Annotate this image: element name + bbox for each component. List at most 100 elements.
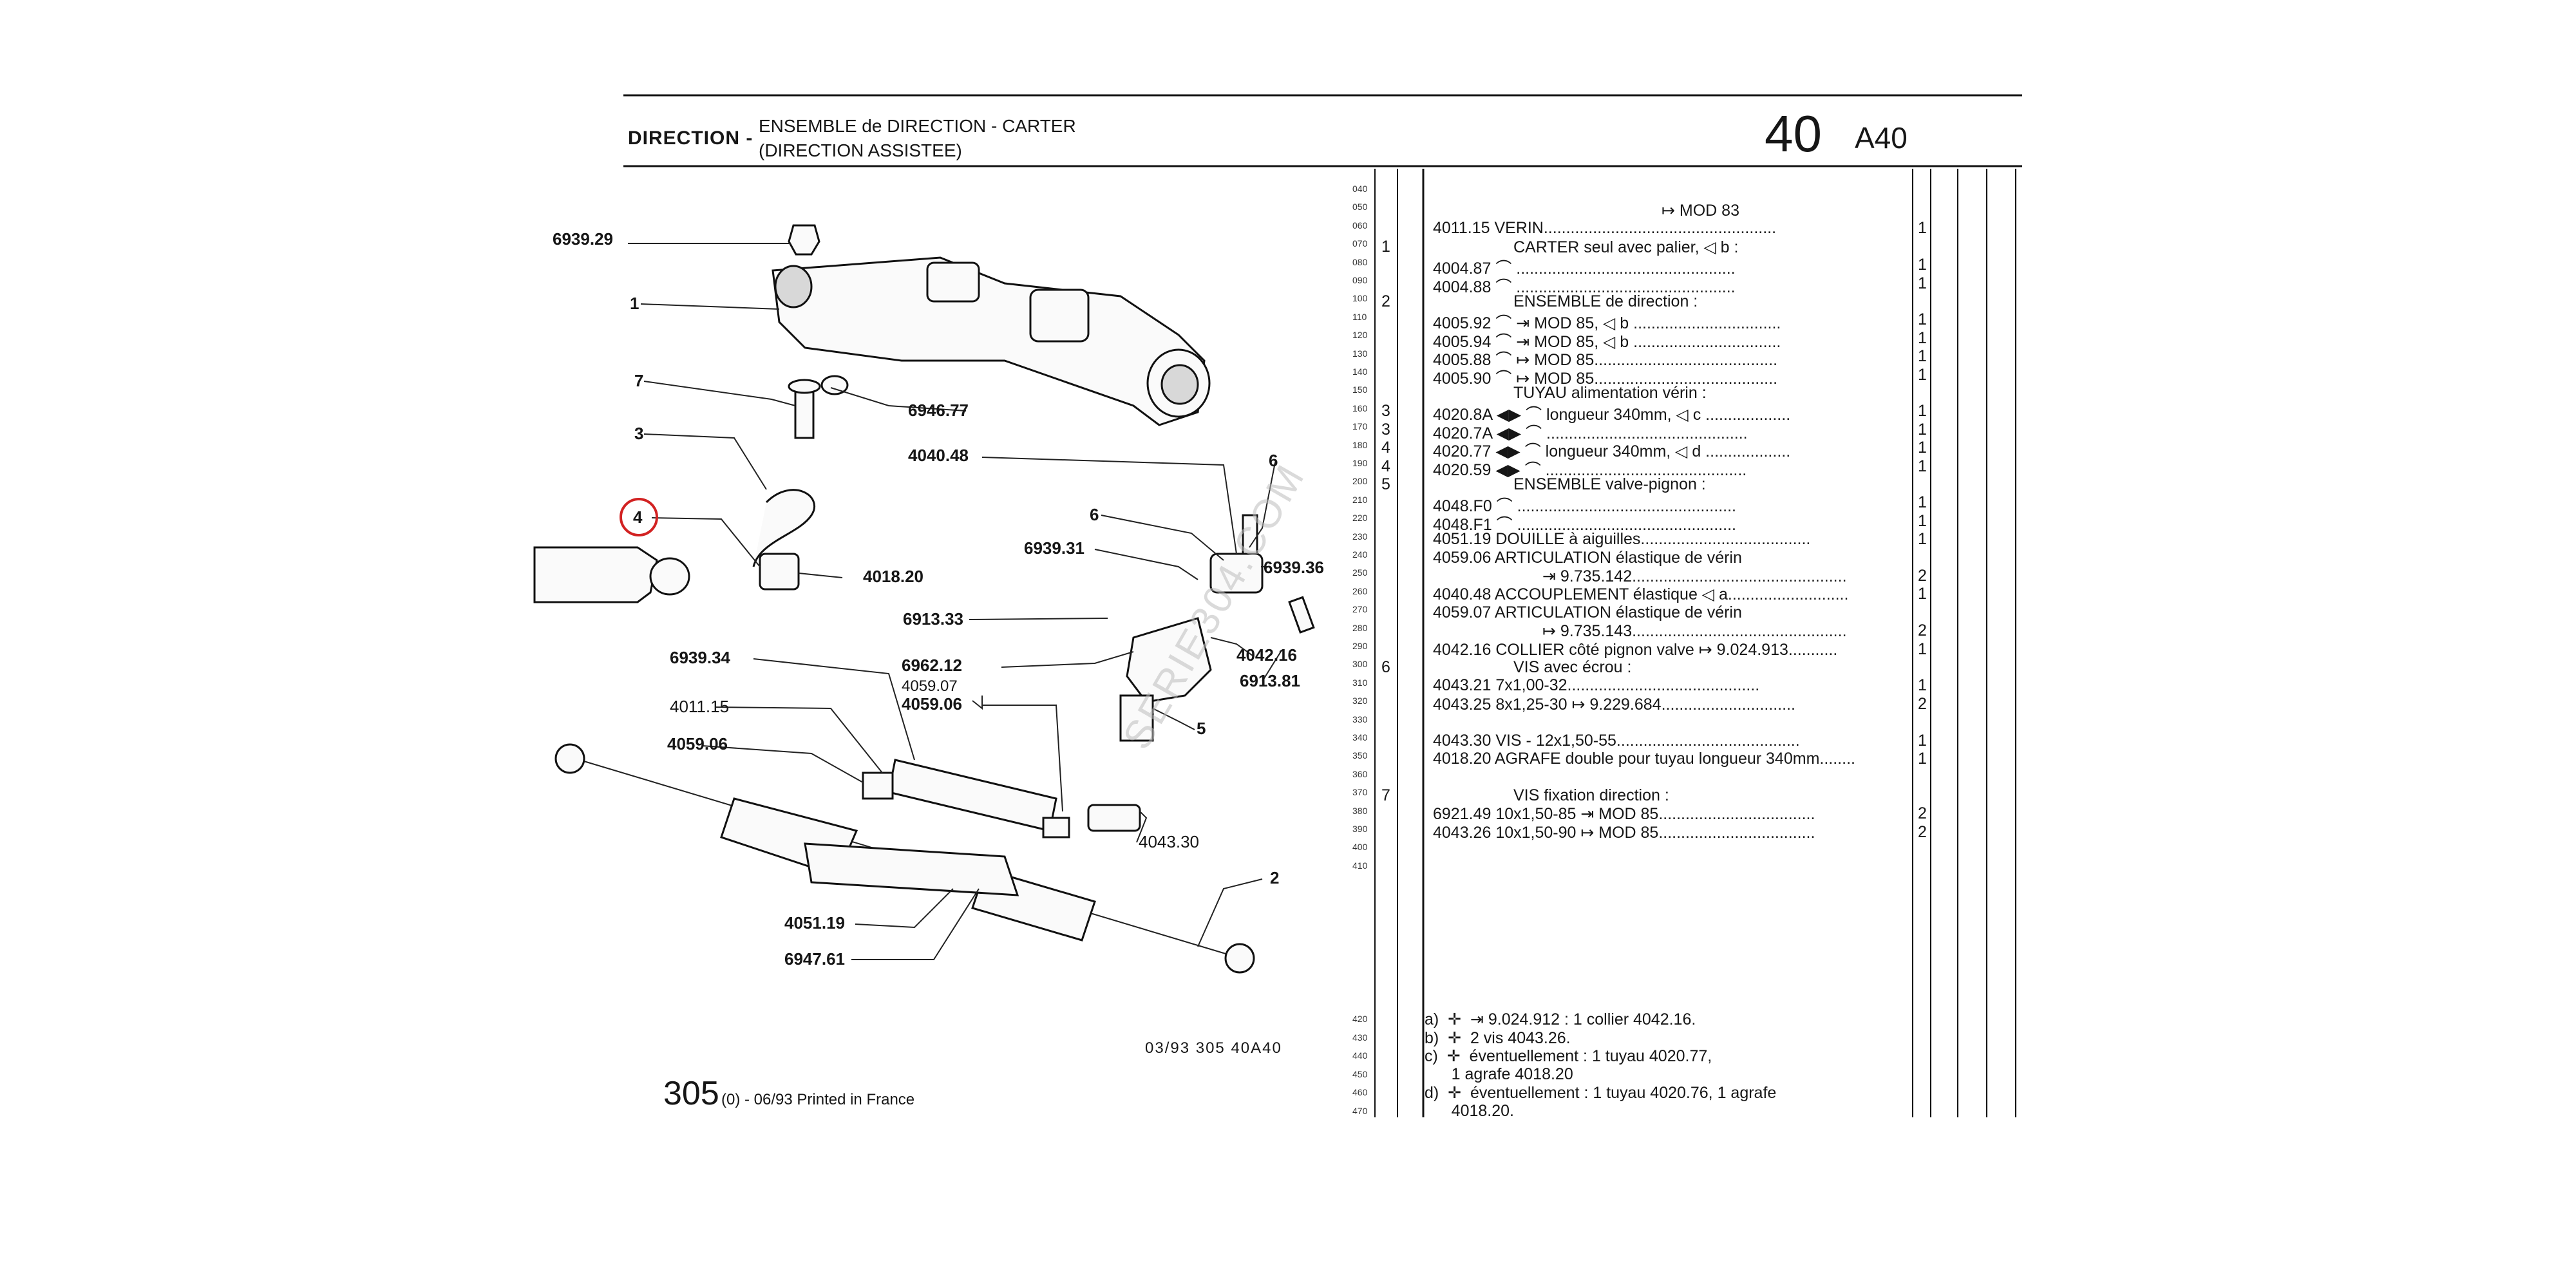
footnote-line: d) ✛ éventuellement : 1 tuyau 4020.76, 1… bbox=[1425, 1084, 1777, 1103]
diagram-label: 6939.29 bbox=[553, 229, 613, 249]
row-number: 110 bbox=[1352, 311, 1367, 322]
entry-figure-number: 5 bbox=[1381, 475, 1390, 493]
parts-entry-text: 4005.94 ⌒ ⇥ MOD 85, ◁ b ................… bbox=[1433, 332, 1781, 351]
footnote-line: c) ✛ éventuellement : 1 tuyau 4020.77, bbox=[1425, 1047, 1712, 1066]
supply-pipe-drawing bbox=[752, 489, 816, 567]
parts-entry-text: 4042.16 COLLIER côté pignon valve ↦ 9.02… bbox=[1433, 640, 1838, 659]
entry-quantity: 2 bbox=[1918, 621, 1927, 640]
row-number: 300 bbox=[1352, 659, 1368, 670]
valve-pinion-drawing bbox=[1126, 617, 1212, 703]
entry-figure-number: 3 bbox=[1381, 420, 1390, 439]
note-row-number: 430 bbox=[1352, 1032, 1368, 1043]
diagram-label: 4059.06 bbox=[667, 734, 728, 753]
row-number: 220 bbox=[1352, 513, 1368, 524]
parts-entry-text: 4051.19 DOUILLE à aiguilles.............… bbox=[1433, 530, 1811, 549]
parts-entry-text: 4004.88 ⌒ ..............................… bbox=[1433, 278, 1736, 296]
row-number: 330 bbox=[1352, 714, 1368, 724]
row-number: 240 bbox=[1352, 549, 1368, 560]
parts-entry-text: ENSEMBLE de direction : bbox=[1513, 292, 1698, 310]
row-number: 190 bbox=[1352, 458, 1368, 468]
highlight-circle bbox=[620, 498, 658, 536]
cylinder-drawing bbox=[533, 546, 658, 603]
parts-entry-text: 4005.90 ⌒ ↦ MOD 85......................… bbox=[1433, 369, 1778, 388]
row-number: 200 bbox=[1352, 476, 1368, 487]
parts-entry-text: 4020.77 ◀▶ ⌒ longueur 340mm, ◁ d .......… bbox=[1433, 442, 1791, 461]
parts-entry-text: 4043.25 8x1,25-30 ↦ 9.229.684...........… bbox=[1433, 695, 1795, 714]
row-number: 060 bbox=[1352, 220, 1368, 231]
entry-quantity: 2 bbox=[1918, 567, 1927, 585]
diagram-label: 4043.30 bbox=[1139, 832, 1199, 851]
bolt-drawing bbox=[794, 385, 815, 439]
row-number: 410 bbox=[1352, 860, 1368, 871]
group-number: 40 bbox=[1765, 105, 1822, 162]
diagram-label: 6939.31 bbox=[1024, 538, 1084, 558]
entry-quantity: 1 bbox=[1918, 256, 1927, 274]
diagram-label: 6939.34 bbox=[670, 648, 730, 667]
parts-entry-text: 4005.92 ⌒ ⇥ MOD 85, ◁ b ................… bbox=[1433, 314, 1781, 333]
entry-quantity: 2 bbox=[1918, 804, 1927, 823]
parts-entry-text: ENSEMBLE valve-pignon : bbox=[1513, 475, 1706, 493]
nut-drawing bbox=[788, 224, 820, 256]
diagram-label: 6 bbox=[1269, 451, 1278, 470]
diagram-label: 4018.20 bbox=[863, 567, 923, 586]
rack-housing-drawing bbox=[804, 842, 1019, 896]
assembly-title: ENSEMBLE de DIRECTION - CARTER bbox=[759, 116, 1076, 136]
entry-quantity: 1 bbox=[1918, 585, 1927, 603]
diagram-label: 7 bbox=[634, 371, 644, 390]
page-code: A40 bbox=[1855, 121, 1908, 155]
parts-entry-text: ↦ MOD 83 bbox=[1662, 202, 1739, 220]
parts-entry-text: 4011.15 VERIN...........................… bbox=[1433, 219, 1777, 238]
entry-quantity: 1 bbox=[1918, 328, 1927, 347]
row-number: 090 bbox=[1352, 275, 1368, 285]
entry-quantity: 1 bbox=[1918, 439, 1927, 457]
row-number: 150 bbox=[1352, 384, 1368, 395]
parts-entry-text: 4043.21 7x1,00-32.......................… bbox=[1433, 676, 1760, 695]
steering-housing-drawing bbox=[772, 256, 1206, 426]
parts-entry-text: 4040.48 ACCOUPLEMENT élastique ◁ a......… bbox=[1433, 585, 1849, 604]
entry-quantity: 1 bbox=[1918, 750, 1927, 768]
row-number: 350 bbox=[1352, 750, 1368, 761]
footnote-line: a) ✛ ⇥ 9.024.912 : 1 collier 4042.16. bbox=[1425, 1010, 1696, 1028]
footnote-line: b) ✛ 2 vis 4043.26. bbox=[1425, 1028, 1571, 1047]
ram-drawing bbox=[887, 759, 1057, 832]
diagram-label: 6913.81 bbox=[1240, 671, 1300, 690]
row-number: 400 bbox=[1352, 842, 1368, 853]
row-number: 280 bbox=[1352, 622, 1368, 633]
entry-quantity: 1 bbox=[1918, 274, 1927, 292]
entry-quantity: 1 bbox=[1918, 530, 1927, 549]
figure-reference: 03/93 305 40A40 bbox=[1145, 1039, 1282, 1057]
row-number: 340 bbox=[1352, 732, 1368, 743]
diagram-label: 4051.19 bbox=[784, 913, 845, 933]
row-number: 390 bbox=[1352, 824, 1368, 834]
diagram-label: 1 bbox=[630, 294, 639, 313]
row-number: 180 bbox=[1352, 439, 1368, 450]
row-number: 230 bbox=[1352, 531, 1368, 542]
parts-entry-text: 4043.26 10x1,50-90 ↦ MOD 85.............… bbox=[1433, 823, 1815, 842]
parts-entry-text: 4020.59 ◀▶ ⌒ ...........................… bbox=[1433, 460, 1747, 479]
row-number: 100 bbox=[1352, 293, 1368, 304]
diagram-label: 6939.36 bbox=[1264, 558, 1324, 577]
entry-quantity: 1 bbox=[1918, 402, 1927, 421]
print-info: (0) - 06/93 Printed in France bbox=[721, 1091, 915, 1108]
entry-quantity: 1 bbox=[1918, 365, 1927, 384]
row-number: 370 bbox=[1352, 787, 1368, 798]
parts-entry-text: VIS fixation direction : bbox=[1513, 786, 1669, 804]
parts-entry-text: 4004.87 ⌒ ..............................… bbox=[1433, 260, 1736, 278]
row-number: 050 bbox=[1352, 202, 1368, 213]
note-row-number: 450 bbox=[1352, 1068, 1368, 1079]
parts-entry-text: ⇥ 9.735.142.............................… bbox=[1542, 567, 1847, 585]
row-number: 290 bbox=[1352, 641, 1368, 651]
assembly-subtitle: (DIRECTION ASSISTEE) bbox=[759, 140, 962, 160]
entry-quantity: 1 bbox=[1918, 457, 1927, 475]
parts-entry-text: 4018.20 AGRAFE double pour tuyau longueu… bbox=[1433, 750, 1855, 768]
entry-figure-number: 4 bbox=[1381, 457, 1390, 475]
parts-entry-text: 4059.07 ARTICULATION élastique de vérin bbox=[1433, 603, 1742, 621]
leader-lines bbox=[628, 243, 1282, 960]
entry-quantity: 1 bbox=[1918, 676, 1927, 695]
diagram-label: 3 bbox=[634, 424, 644, 443]
entry-quantity: 2 bbox=[1918, 822, 1927, 841]
parts-entry-text: 4059.06 ARTICULATION élastique de vérin bbox=[1433, 548, 1742, 567]
row-number: 080 bbox=[1352, 256, 1368, 267]
model-number: 305 bbox=[663, 1075, 719, 1112]
